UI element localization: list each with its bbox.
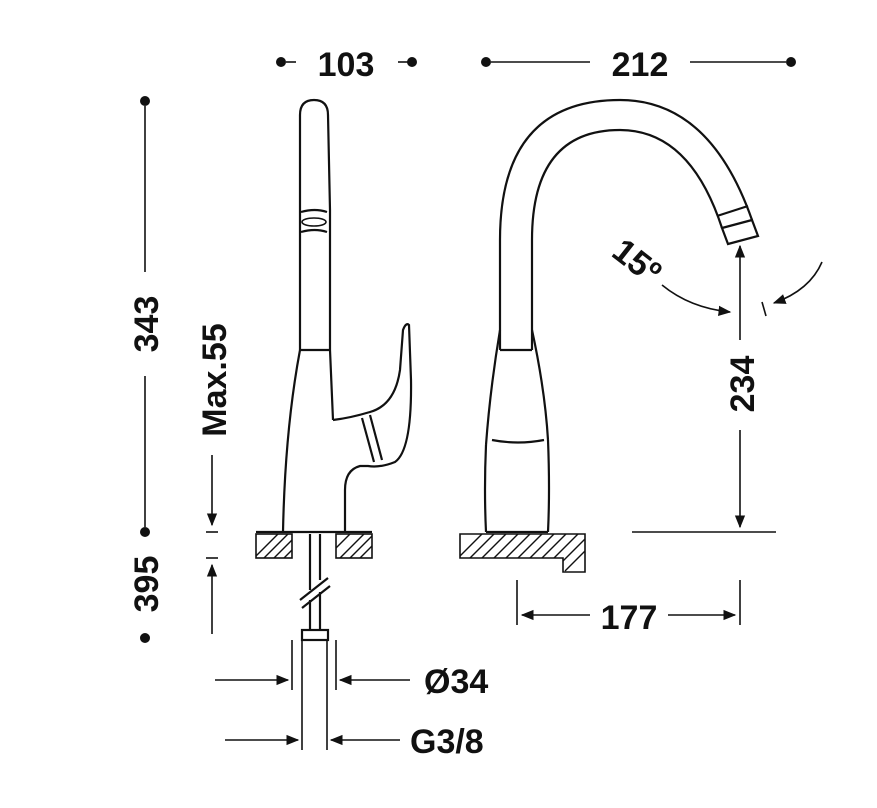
dim-177-label: 177 [601,599,658,637]
dimension-g38: G3/8 [225,723,484,761]
dimension-max55: Max.55 [196,323,234,634]
dim-103-label: 103 [318,46,375,84]
dimension-212: 212 [481,46,796,84]
front-deck-hatch [459,533,586,573]
dim-234-label: 234 [724,356,762,413]
dim-thread-label: G3/8 [410,723,484,761]
dim-395-label: 395 [128,556,166,613]
dim-343-label: 343 [128,296,166,353]
front-view-faucet [459,98,776,625]
dim-212-label: 212 [612,46,669,84]
side-view-faucet [255,98,413,750]
dim-max55-label: Max.55 [196,323,234,436]
dimension-395: 395 [128,556,166,643]
dim-angle-label: 15º [605,231,668,292]
dimension-angle-15: 15º [605,231,823,317]
dim-diameter-label: Ø34 [424,663,488,701]
dimension-234: 234 [724,244,762,529]
dimension-177: 177 [520,599,737,637]
side-deck-hatch [255,533,373,559]
dimension-diameter-34: Ø34 [215,663,488,701]
dimension-343: 343 [128,96,166,537]
dimension-103: 103 [276,46,417,84]
